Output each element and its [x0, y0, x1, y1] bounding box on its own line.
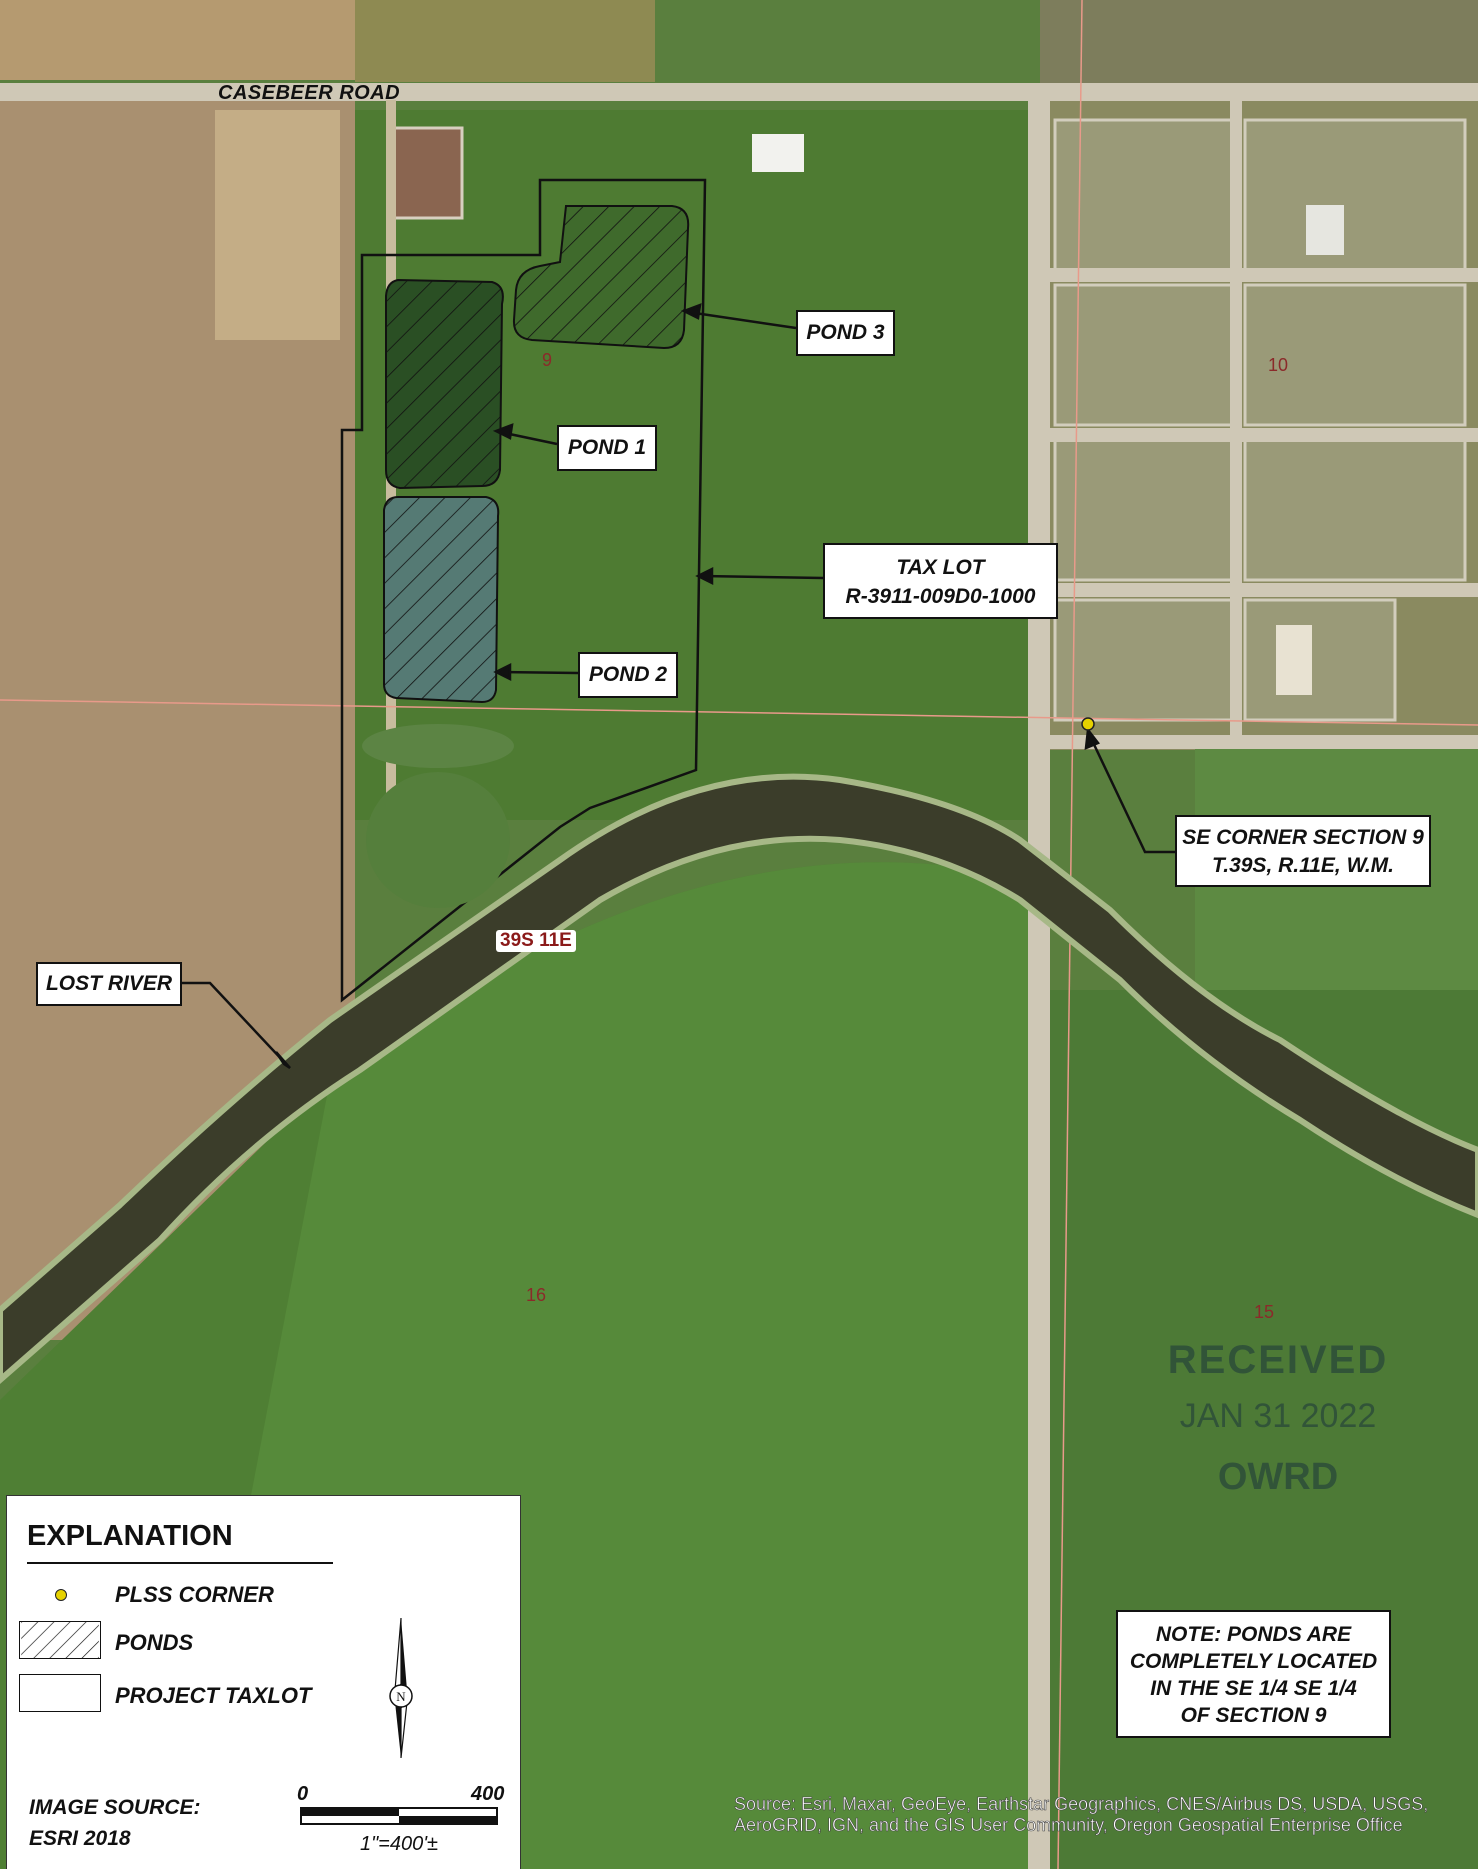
town-road — [1050, 735, 1478, 749]
received-stamp: RECEIVED JAN 31 2022 OWRD — [1158, 1338, 1398, 1499]
pond-2-hatch — [384, 497, 499, 702]
se-corner-label: SE CORNER SECTION 9 — [1182, 826, 1424, 849]
ponds-location-note: NOTE: PONDS ARE COMPLETELY LOCATED IN TH… — [1116, 1610, 1391, 1738]
scale-max-label: 400 — [470, 1784, 504, 1805]
town-road — [1230, 100, 1242, 735]
pond-3-label: POND 3 — [806, 321, 885, 344]
section-number-15: 15 — [1254, 1302, 1275, 1322]
image-source-value: ESRI 2018 — [29, 1827, 131, 1850]
legend-title: EXPLANATION — [27, 1520, 233, 1552]
legend-title-rule — [27, 1562, 333, 1564]
pond-1-callout: POND 1 — [557, 425, 657, 471]
north-label: N — [396, 1689, 406, 1704]
note-line: NOTE: PONDS ARE — [1155, 1623, 1352, 1646]
imagery-source-credit: Source: Esri, Maxar, GeoEye, Earthstar G… — [734, 1794, 1429, 1836]
west-field-strip — [215, 110, 340, 340]
casebeer-road — [0, 83, 1478, 101]
callout-arrows — [182, 303, 1175, 1070]
northeast-town — [1040, 0, 1478, 95]
white-building — [752, 134, 804, 172]
town-road — [1050, 583, 1478, 597]
section-number-10: 10 — [1268, 355, 1289, 375]
north-south-road — [1028, 95, 1050, 1869]
section-number-9: 9 — [542, 350, 553, 370]
scale-min-label: 0 — [297, 1784, 308, 1805]
lost-river — [0, 773, 1478, 1384]
note-line: OF SECTION 9 — [1180, 1704, 1327, 1727]
se-corner-callout: SE CORNER SECTION 9 T.39S, R.11E, W.M. — [1175, 815, 1431, 887]
stamp-agency: OWRD — [1217, 1456, 1339, 1498]
pond-2-callout: POND 2 — [578, 652, 678, 698]
section-number-16: 16 — [526, 1285, 547, 1305]
scale-ratio-label: 1"=400'± — [360, 1833, 438, 1854]
stamp-received: RECEIVED — [1167, 1338, 1389, 1382]
lost-river-label: LOST RIVER — [45, 972, 172, 995]
plss-corner-marker — [1081, 717, 1095, 731]
north-dry-field — [0, 0, 355, 80]
taxlot-grass-patch — [366, 772, 510, 908]
project-taxlot-outline — [340, 178, 707, 1003]
taxlot-callout: TAX LOT R-3911-009D0-1000 — [823, 543, 1058, 619]
se-corner-location: T.39S, R.11E, W.M. — [1211, 854, 1395, 877]
stamp-date: JAN 31 2022 — [1179, 1397, 1377, 1435]
plss-corner-icon — [55, 1589, 67, 1601]
pond-1-label: POND 1 — [567, 436, 647, 459]
township-range-label: 39S 11E — [496, 930, 576, 952]
pond-2-label: POND 2 — [588, 663, 668, 686]
north-fields — [355, 0, 655, 82]
section-line-horizontal — [0, 699, 1478, 726]
lost-river-callout: LOST RIVER — [36, 962, 182, 1006]
legend-panel: EXPLANATION PLSS CORNER PONDS PROJECT TA… — [6, 1495, 521, 1869]
substation — [390, 126, 464, 220]
casebeer-road-label: CASEBEER ROAD — [218, 82, 401, 104]
legend-plss-corner: PLSS CORNER — [115, 1582, 274, 1607]
project-taxlot-icon — [19, 1674, 101, 1712]
scale-bar: 0 400 1"=400'± — [297, 1784, 504, 1854]
town-building — [1276, 625, 1312, 695]
ponds-hatch-icon — [19, 1621, 101, 1659]
town-building — [1306, 205, 1344, 255]
taxlot-grass-patch — [362, 724, 514, 768]
pond-3-callout: POND 3 — [796, 310, 895, 356]
taxlot-label: TAX LOT — [896, 556, 985, 579]
image-source-label: IMAGE SOURCE: — [29, 1796, 201, 1819]
pond-1-hatch — [386, 280, 503, 488]
town-road — [1050, 268, 1478, 282]
town-road — [1050, 428, 1478, 442]
note-line: COMPLETELY LOCATED — [1129, 1650, 1378, 1673]
taxlot-id: R-3911-009D0-1000 — [845, 585, 1036, 608]
pond-3-hatch — [513, 206, 689, 348]
north-arrow-icon: N — [389, 1618, 413, 1758]
town-blocks — [1053, 118, 1467, 722]
note-line: IN THE SE 1/4 SE 1/4 — [1150, 1677, 1357, 1700]
legend-ponds: PONDS — [115, 1630, 194, 1655]
legend-project-taxlot: PROJECT TAXLOT — [115, 1683, 312, 1708]
